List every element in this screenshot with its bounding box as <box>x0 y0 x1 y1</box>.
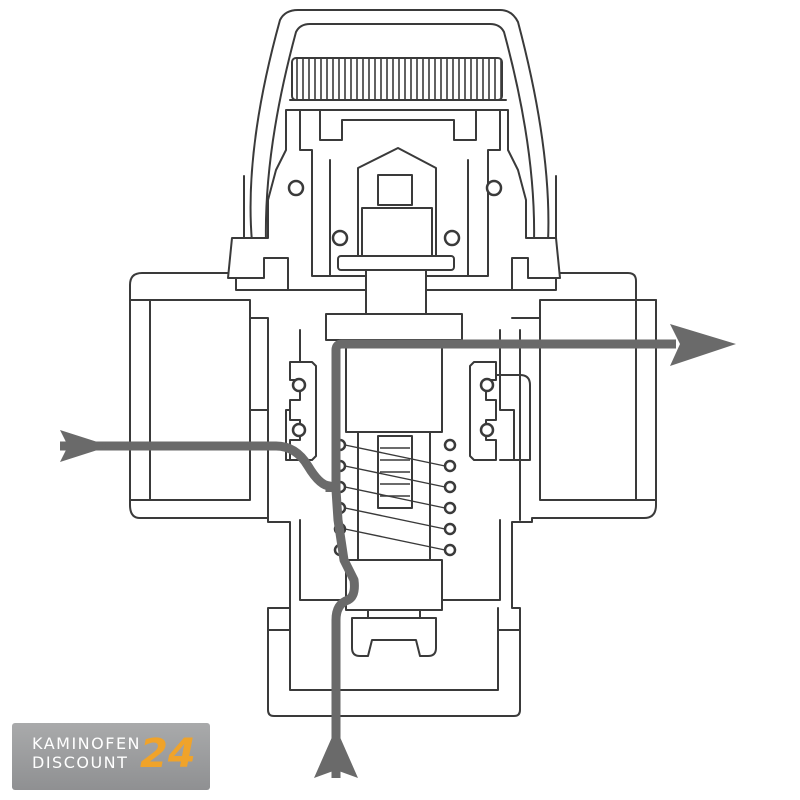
arrow-cold-inlet <box>60 430 110 462</box>
o-ring <box>479 422 495 438</box>
flow-path <box>60 324 736 778</box>
logo-number: 24 <box>140 731 196 777</box>
seal-carrier-right <box>469 361 497 461</box>
flow-line-cold-inlet <box>60 441 335 492</box>
kaminofen-discount-24-logo: KAMINOFEN DISCOUNT 24 <box>12 723 210 790</box>
o-ring <box>287 179 305 197</box>
arrow-hot-inlet <box>314 728 358 778</box>
logo-line-1: KAMINOFEN <box>32 734 142 753</box>
o-ring <box>331 229 349 247</box>
seal-carrier-left <box>289 361 317 461</box>
valve-disc <box>351 609 437 657</box>
arrow-mixed-outlet <box>670 324 736 366</box>
o-ring <box>485 179 503 197</box>
flow-line-hot-inlet <box>331 339 676 778</box>
o-ring <box>443 229 461 247</box>
o-ring <box>291 377 307 393</box>
knurled-knob <box>291 57 503 101</box>
o-ring <box>479 377 495 393</box>
spindle <box>337 147 455 315</box>
logo-line-2: DISCOUNT <box>32 753 129 772</box>
o-ring <box>291 422 307 438</box>
